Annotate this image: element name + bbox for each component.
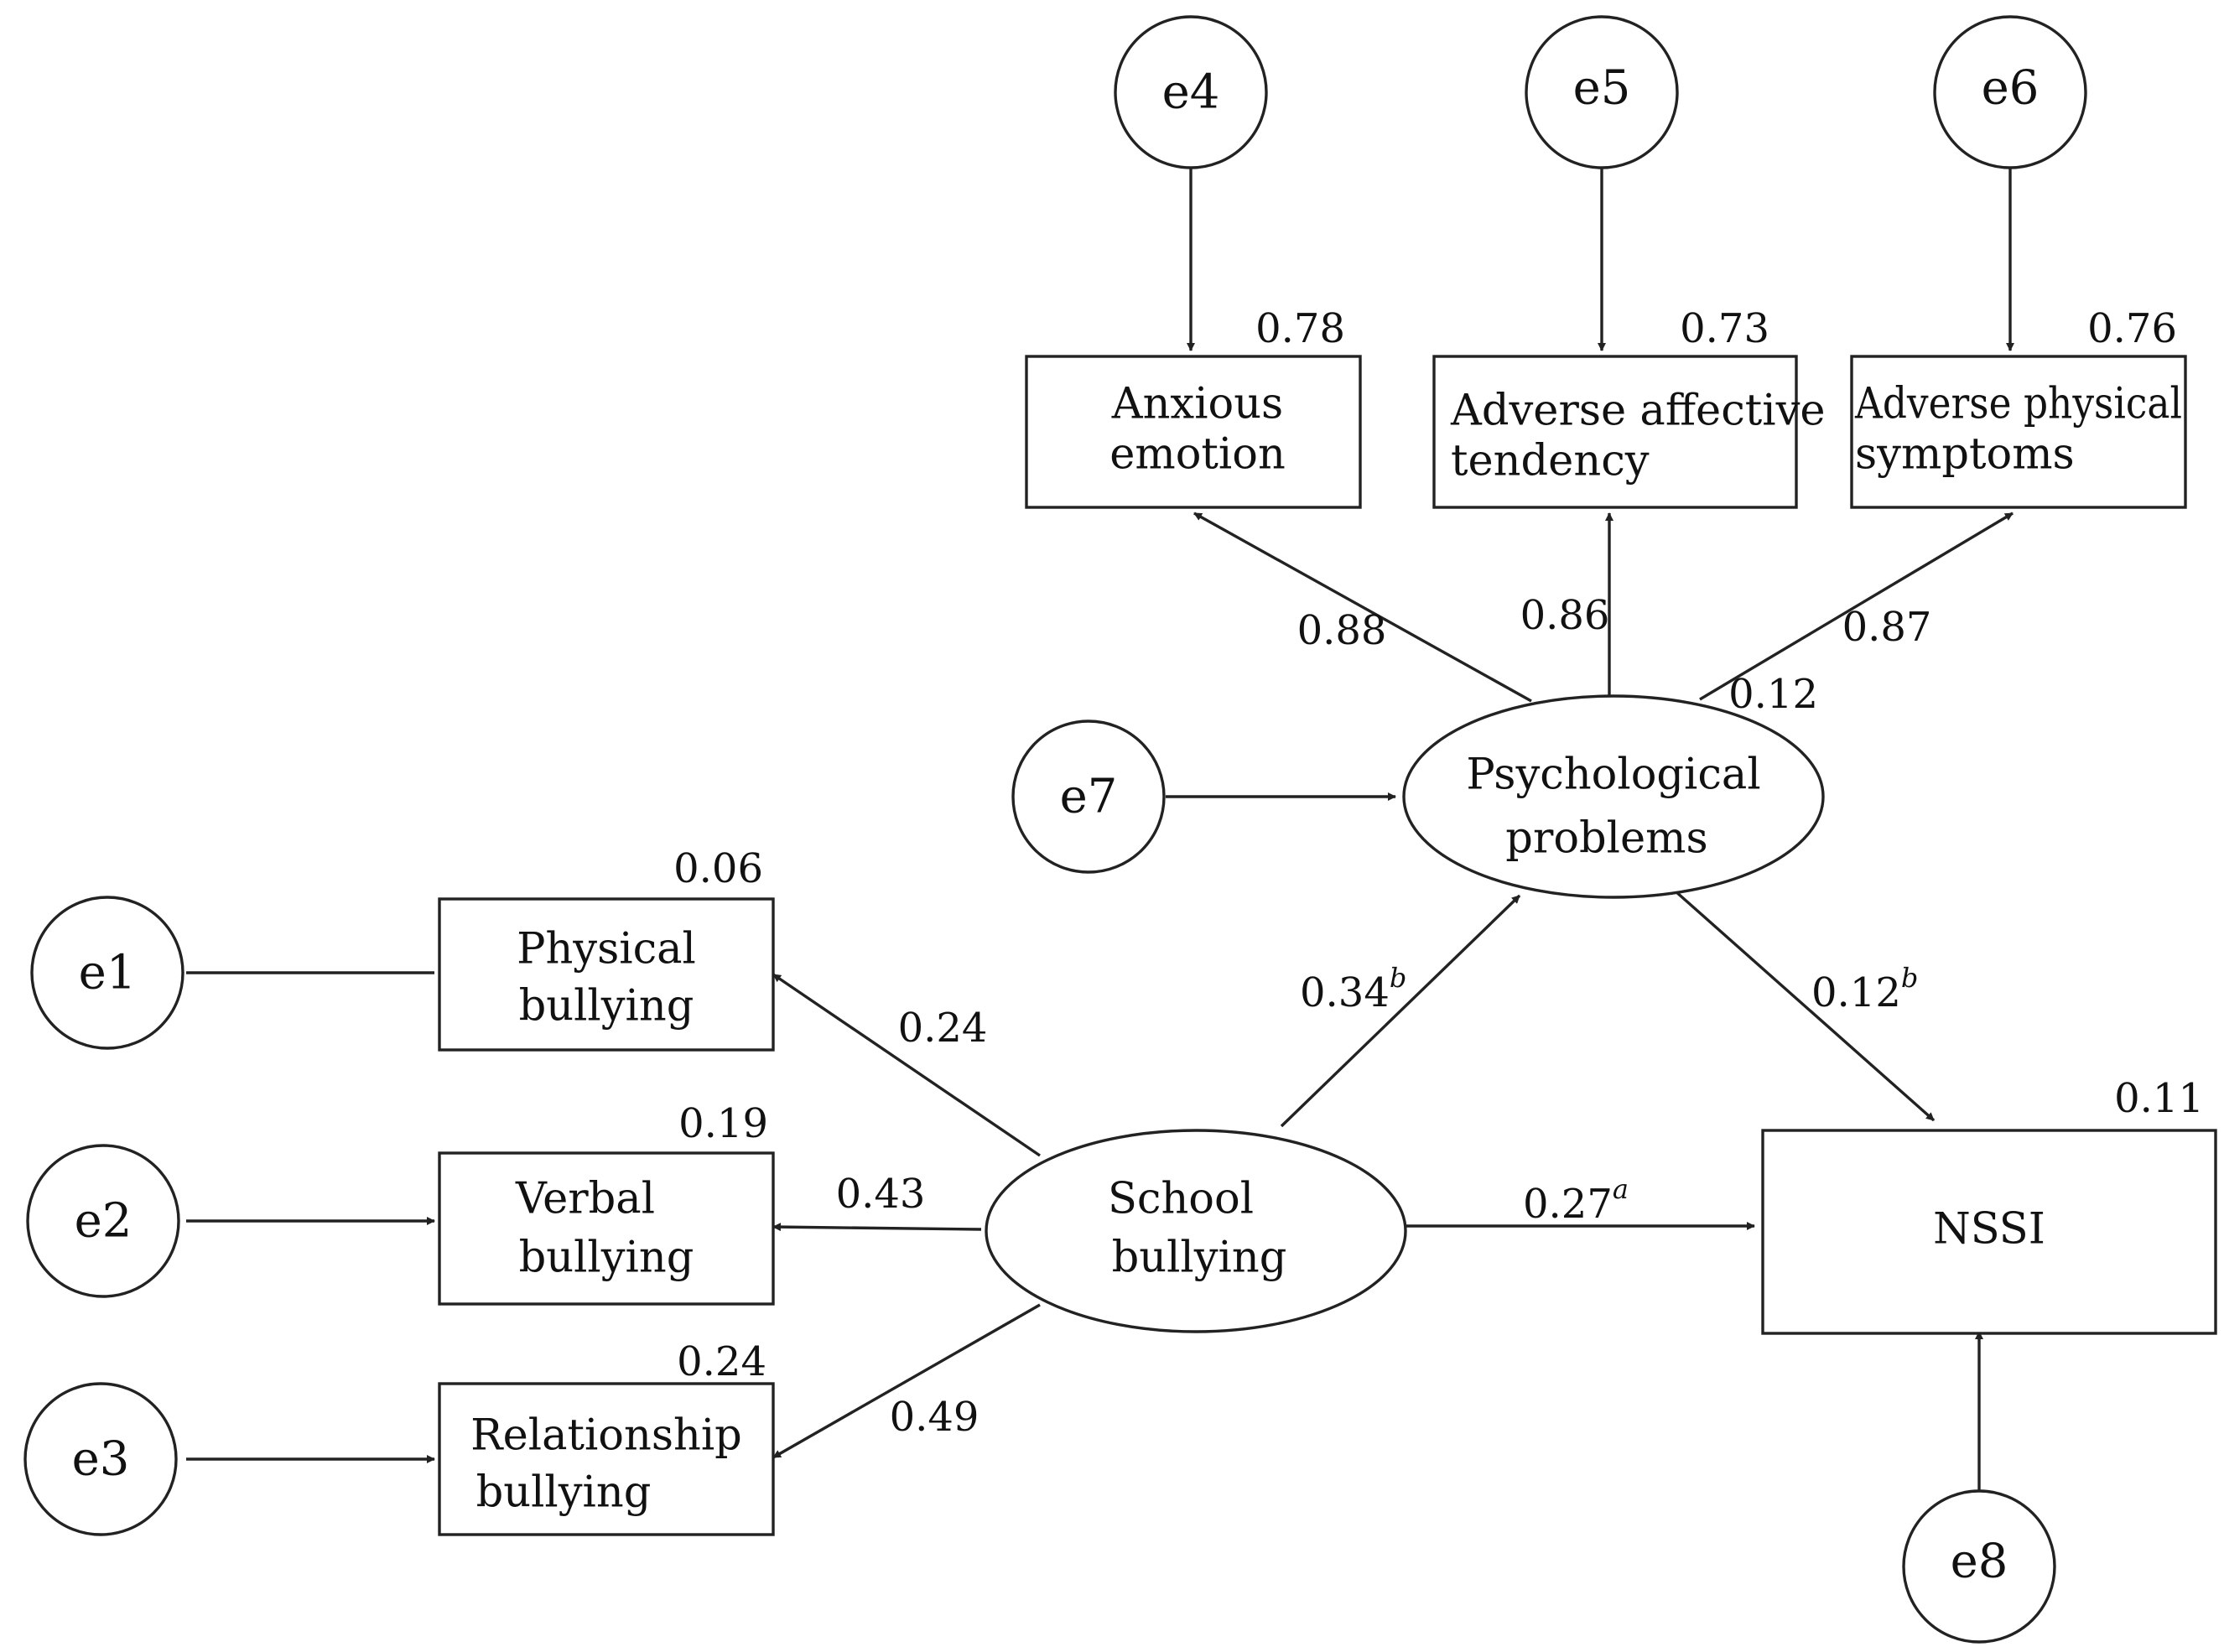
latent-variables: School bullying Psychological problems [985,694,1825,1333]
svg-text:e3: e3 [72,1432,130,1487]
box-nssi: NSSI [1761,1129,2217,1335]
loading-school-to-physical: 0.24 [898,1005,988,1052]
svg-text:e4: e4 [1162,65,1220,120]
svg-text:e1: e1 [79,946,137,1000]
svg-text:NSSI: NSSI [1933,1205,2045,1255]
path-psych-to-adverse-physical-symptoms [1699,512,2014,701]
error-e4: e4 [1114,15,1268,169]
loading-school-to-verbal: 0.43 [836,1171,926,1218]
r2-physical-bullying: 0.06 [673,845,763,892]
svg-text:Relationship: Relationship [470,1411,742,1461]
box-anxious-emotion: Anxious emotion [1025,355,1362,509]
svg-text:emotion: emotion [1109,430,1286,480]
r2-adverse-affective-tendency: 0.73 [1680,305,1769,352]
r2-verbal-bullying: 0.19 [678,1100,768,1147]
error-e1: e1 [30,896,184,1050]
svg-text:e5: e5 [1573,61,1631,116]
box-verbal-bullying: Verbal bullying [438,1151,775,1306]
error-e8: e8 [1902,1489,2056,1644]
loading-psych-to-affective: 0.86 [1520,592,1610,639]
loading-psych-to-physical-symptoms: 0.87 [1842,604,1932,651]
box-physical-bullying: Physical bullying [438,897,775,1052]
path-school-to-psych [1280,894,1521,1128]
coef-school-to-psych: 0.34b [1300,962,1406,1016]
coef-school-to-nssi: 0.27a [1523,1173,1629,1228]
box-adverse-physical-symptoms: Adverse physical symptoms [1850,355,2187,509]
svg-text:e7: e7 [1060,770,1118,824]
r-squared-labels: 0.06 0.19 0.24 0.78 0.73 0.76 0.12 0.11 [673,305,2204,1385]
svg-text:Physical: Physical [517,925,696,974]
r2-psychological-problems: 0.12 [1728,671,1818,718]
box-relationship-bullying: Relationship bullying [438,1382,775,1536]
r2-adverse-physical-symptoms: 0.76 [2087,305,2177,352]
loading-school-to-relationship: 0.49 [890,1394,979,1441]
error-e5: e5 [1525,15,1679,169]
svg-text:School: School [1108,1175,1254,1224]
svg-text:e6: e6 [1982,61,2040,116]
r2-nssi: 0.11 [2114,1075,2204,1122]
svg-text:e8: e8 [1951,1535,2008,1589]
path-school-to-physical-bullying [772,973,1041,1157]
observed-variables: Physical bullying Verbal bullying Relati… [438,355,2217,1536]
error-e2: e2 [26,1144,180,1298]
path-school-to-relationship-bullying [772,1303,1041,1459]
svg-text:bullying: bullying [519,1234,694,1283]
loading-psych-to-anxious: 0.88 [1297,607,1387,654]
coef-psych-to-nssi: 0.12b [1811,962,1918,1016]
error-e7: e7 [1011,720,1166,874]
svg-text:bullying: bullying [519,982,694,1031]
svg-text:Verbal: Verbal [515,1175,655,1224]
svg-text:symptoms: symptoms [1855,430,2075,480]
svg-text:tendency: tendency [1451,437,1650,486]
error-e3: e3 [23,1382,178,1536]
svg-text:bullying: bullying [1112,1234,1287,1283]
path-school-to-verbal-bullying [772,1223,982,1232]
r2-anxious-emotion: 0.78 [1255,305,1345,352]
ellipse-psychological-problems: Psychological problems [1402,694,1825,899]
svg-text:Adverse affective: Adverse affective [1450,387,1826,436]
svg-text:bullying: bullying [476,1468,652,1518]
ellipse-school-bullying: School bullying [985,1129,1407,1333]
error-e6: e6 [1933,15,2087,169]
loading-labels: 0.24 0.43 0.49 0.88 0.86 0.87 [836,592,1932,1441]
svg-text:e2: e2 [75,1194,133,1249]
svg-text:Adverse physical: Adverse physical [1854,380,2182,429]
svg-text:Psychological: Psychological [1466,751,1760,800]
error-terms: e1 e2 e3 e4 e5 e6 e7 e8 [23,15,2087,1644]
paths-layer [186,168,2014,1493]
svg-text:Anxious: Anxious [1111,380,1283,429]
r2-relationship-bullying: 0.24 [677,1338,766,1385]
path-psych-to-nssi [1674,890,1936,1122]
svg-text:problems: problems [1505,814,1707,864]
path-coefficients: 0.34b 0.12b 0.27a [1300,962,1918,1228]
box-adverse-affective-tendency: Adverse affective tendency [1432,355,1826,509]
path-psych-to-anxious-emotion [1193,512,1532,703]
